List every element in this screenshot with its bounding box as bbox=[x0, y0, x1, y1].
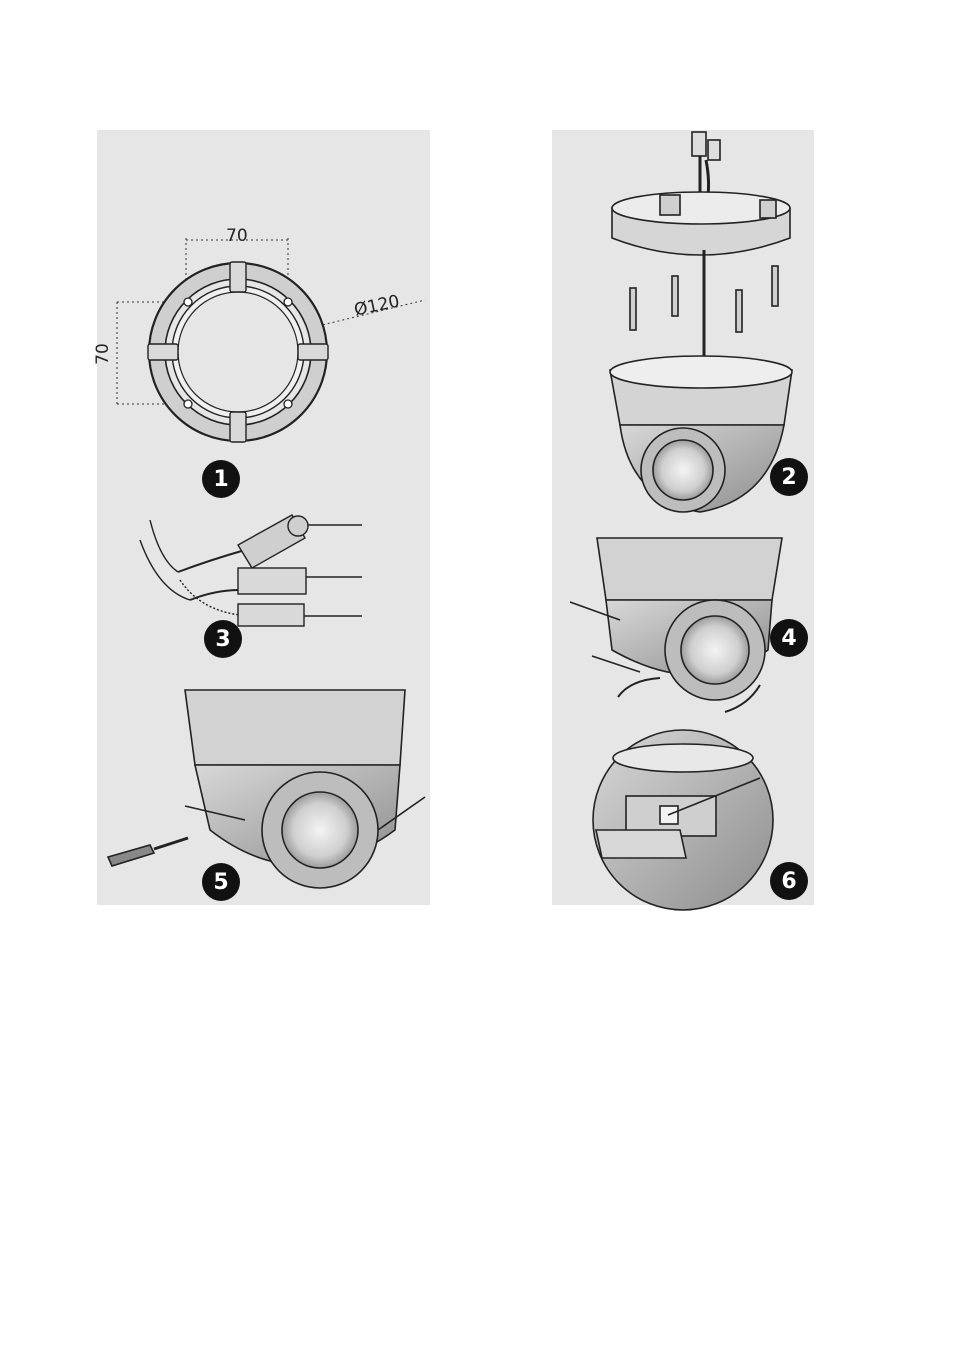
mounting-base-drawing bbox=[116, 238, 426, 443]
exploded-assembly-drawing bbox=[609, 131, 793, 513]
cable-connectors-drawing bbox=[139, 514, 362, 627]
step-6-badge: 6 bbox=[770, 862, 808, 900]
step-2-badge: 2 bbox=[770, 458, 808, 496]
dimension-height-label: 70 bbox=[92, 343, 113, 365]
dimension-width-label: 70 bbox=[226, 226, 248, 246]
step-3-badge: 3 bbox=[204, 620, 242, 658]
camera-module-drawing bbox=[592, 729, 774, 911]
dome-adjust-drawing bbox=[106, 689, 426, 889]
dome-rotation-drawing bbox=[569, 537, 783, 713]
step-4-badge: 4 bbox=[770, 619, 808, 657]
dimension-lines bbox=[116, 238, 426, 405]
step-1-badge: 1 bbox=[202, 460, 240, 498]
step-5-badge: 5 bbox=[202, 863, 240, 901]
